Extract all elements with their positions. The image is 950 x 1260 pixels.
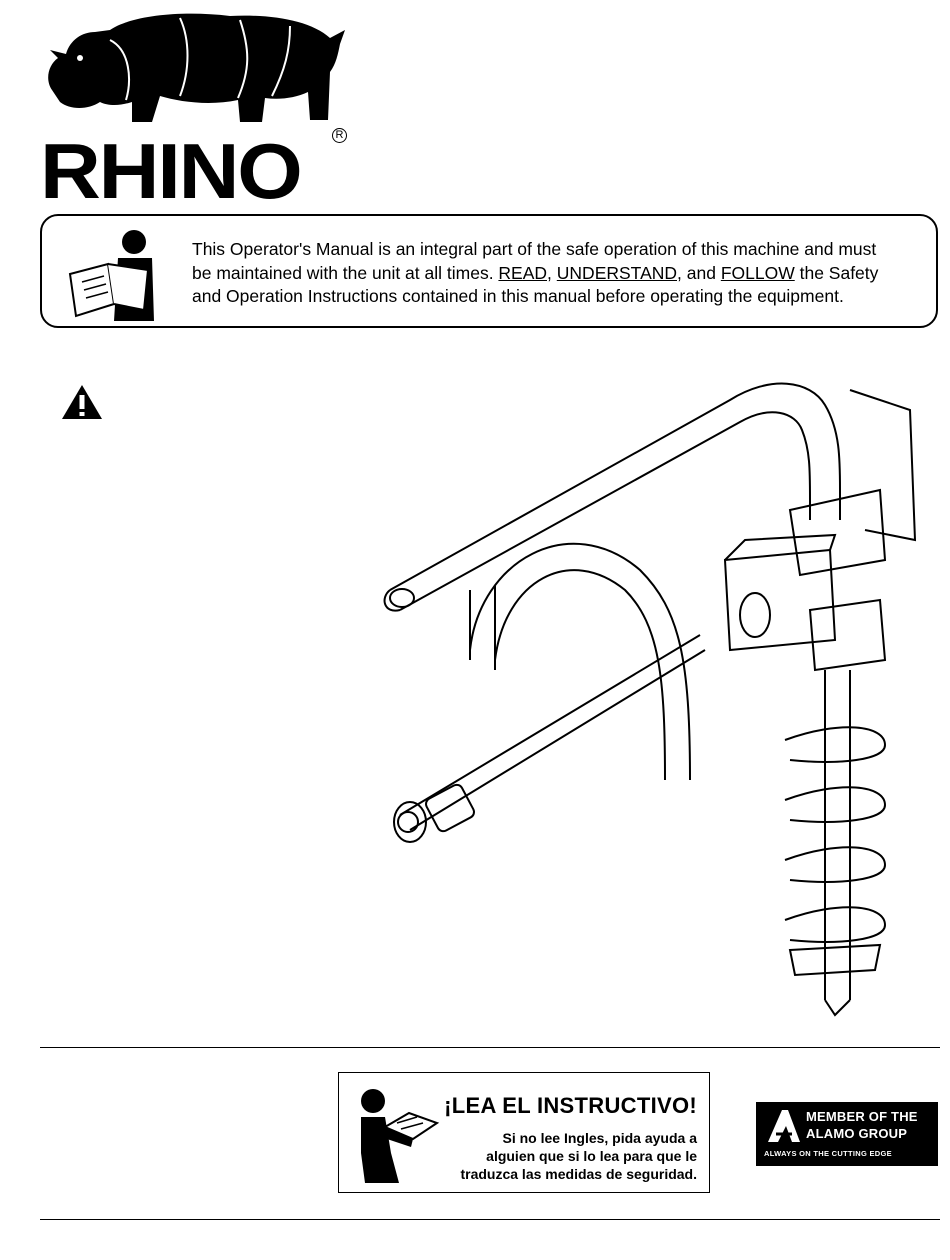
notice-line-2-suffix: the Safety [794, 262, 879, 283]
alamo-tagline: ALWAYS ON THE CUTTING EDGE [764, 1149, 892, 1158]
notice-line-2-prefix: be maintained with the unit at all times… [192, 262, 499, 283]
divider-top [40, 1047, 940, 1048]
alamo-line-1: MEMBER OF THE [806, 1109, 918, 1124]
spanish-line-2: alguien que si lo lea para que le [486, 1148, 697, 1164]
spanish-read-manual-notice: ¡LEA EL INSTRUCTIVO! Si no lee Ingles, p… [338, 1072, 710, 1193]
post-hole-digger-illustration [383, 382, 917, 1017]
warning-triangle-icon [62, 385, 102, 419]
notice-line-3: and Operation Instructions contained in … [192, 286, 844, 306]
notice-line-2-and: and [681, 262, 721, 283]
alamo-group-badge: MEMBER OF THE ALAMO GROUP ALWAYS ON THE … [756, 1102, 938, 1166]
reading-person-icon [361, 1089, 440, 1183]
rhino-logo-icon [48, 13, 346, 123]
divider-bottom [40, 1219, 940, 1220]
rhino-logo: RHINO R [40, 10, 360, 210]
alamo-logo-icon [768, 1110, 800, 1142]
spanish-line-3: traduzca las medidas de seguridad. [460, 1166, 697, 1182]
follow-emphasis: FOLLOW [720, 262, 795, 283]
reading-person-icon [68, 230, 154, 321]
lea-el-instructivo-title: ¡LEA EL INSTRUCTIVO! [444, 1093, 697, 1118]
understand-emphasis: UNDERSTAND, [556, 262, 682, 283]
notice-text: This Operator's Manual is an integral pa… [192, 238, 932, 309]
registered-mark: R [332, 128, 347, 143]
notice-line-1: This Operator's Manual is an integral pa… [192, 239, 877, 259]
read-emphasis: READ, [498, 262, 552, 283]
rhino-wordmark: RHINO [40, 127, 303, 215]
spanish-line-1: Si no lee Ingles, pida ayuda a [502, 1130, 697, 1146]
operators-manual-notice: This Operator's Manual is an integral pa… [40, 214, 938, 328]
notice-line-2: be maintained with the unit at all times… [192, 262, 932, 286]
alamo-line-2: ALAMO GROUP [806, 1126, 908, 1141]
